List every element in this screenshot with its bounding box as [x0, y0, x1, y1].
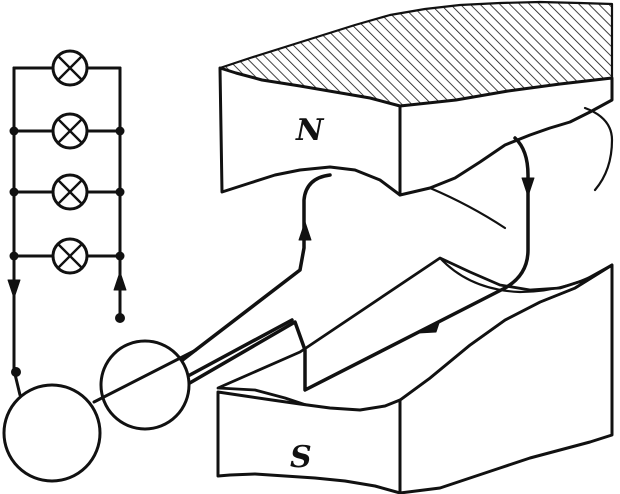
- junction-dot: [9, 187, 19, 197]
- brush-contact: [11, 367, 21, 377]
- north-magnet: [218, 0, 614, 230]
- south-magnet: [216, 256, 614, 494]
- slip-ring-front: [2, 383, 102, 483]
- lamp-bank: [12, 49, 122, 275]
- slip-ring-rear: [99, 339, 191, 431]
- lamp-3: [12, 173, 122, 211]
- lamp-1: [12, 49, 89, 87]
- coil-right-side: [186, 136, 530, 392]
- coil-inner-lead: [186, 318, 294, 378]
- lamp-2: [12, 112, 122, 150]
- junction-dot: [9, 126, 19, 136]
- current-arrows: [7, 177, 535, 334]
- junction-dot: [115, 187, 125, 197]
- brush-contact: [115, 313, 125, 323]
- north-pole-label: N: [295, 113, 325, 148]
- south-pole-label: S: [290, 440, 312, 475]
- junction-dot: [9, 251, 19, 261]
- arrowhead-icon: [521, 177, 535, 197]
- junction-dot: [115, 126, 125, 136]
- slip-rings: [2, 339, 198, 483]
- arrowhead-icon: [298, 221, 312, 241]
- north-magnet-side-face: [398, 76, 614, 197]
- lamp-4: [12, 237, 122, 275]
- arrowhead-icon: [417, 319, 441, 334]
- south-magnet-front-face: [216, 390, 402, 494]
- north-magnet-front-face: [218, 66, 402, 197]
- junction-dot: [115, 251, 125, 261]
- junction-dots: [9, 126, 125, 377]
